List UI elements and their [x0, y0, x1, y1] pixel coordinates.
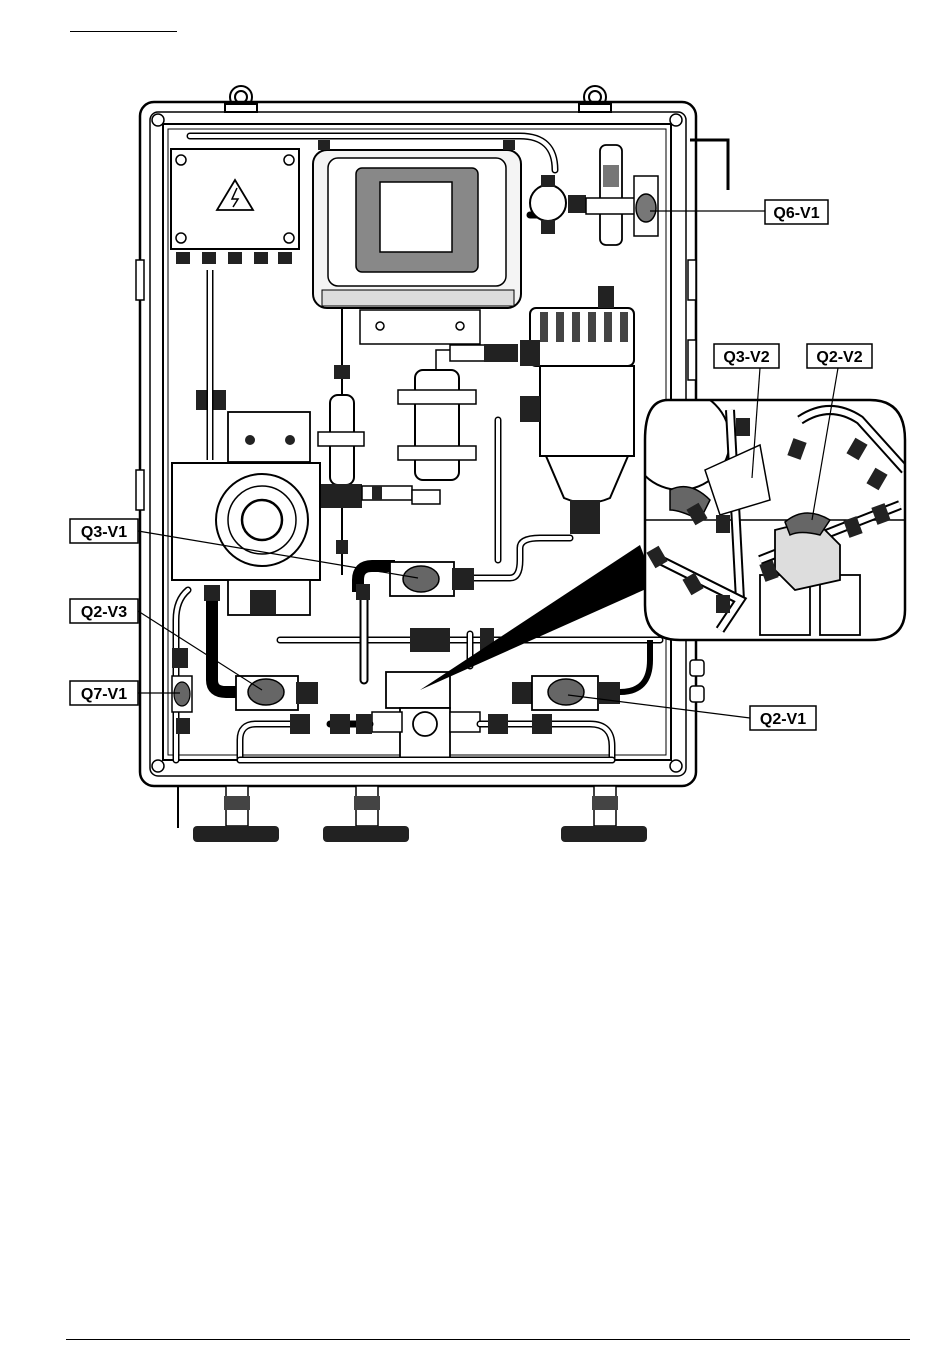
- callout-q3-v2-label: Q3-V2: [723, 349, 769, 366]
- callout-q6-v1: Q6-V1: [765, 200, 828, 224]
- controller: [313, 140, 521, 308]
- flow-sensor: [530, 175, 586, 234]
- tubing-filter: [436, 350, 450, 370]
- left-bracket: [172, 390, 320, 615]
- foot-middle: [323, 786, 409, 842]
- chlorine-sensor: [520, 286, 634, 534]
- magnifier-wedge: [420, 545, 655, 690]
- callout-q7-v1: Q7-V1: [70, 681, 138, 705]
- manifold-q2-v2: [372, 672, 480, 760]
- callout-q2-v3-label: Q2-V3: [81, 604, 127, 621]
- callout-q7-v1-label: Q7-V1: [81, 686, 127, 703]
- callout-q3-v1: Q3-V1: [70, 519, 138, 543]
- lifting-eye-left: [225, 86, 257, 112]
- electrical-box: [171, 149, 299, 264]
- lifting-eye-right: [579, 86, 611, 112]
- controller-mount: [360, 310, 480, 344]
- callout-q2-v2-label: Q2-V2: [816, 349, 862, 366]
- callout-q3-v1-label: Q3-V1: [81, 524, 127, 541]
- callout-q2-v1-label: Q2-V1: [760, 711, 806, 728]
- valve-q2-v1: [512, 640, 650, 710]
- foot-right: [561, 786, 647, 842]
- callout-q3-v2: Q3-V2: [714, 344, 779, 368]
- callout-q2-v2: Q2-V2: [807, 344, 872, 368]
- valve-q6-v1: [634, 176, 658, 236]
- valve-q3-v1: [356, 562, 474, 600]
- callout-q2-v3: Q2-V3: [70, 599, 138, 623]
- callout-q6-v1-label: Q6-V1: [773, 205, 819, 222]
- foot-left: [193, 786, 279, 842]
- detail-inset: [630, 390, 910, 645]
- rotameter: [586, 145, 636, 245]
- callout-q2-v1: Q2-V1: [750, 706, 816, 730]
